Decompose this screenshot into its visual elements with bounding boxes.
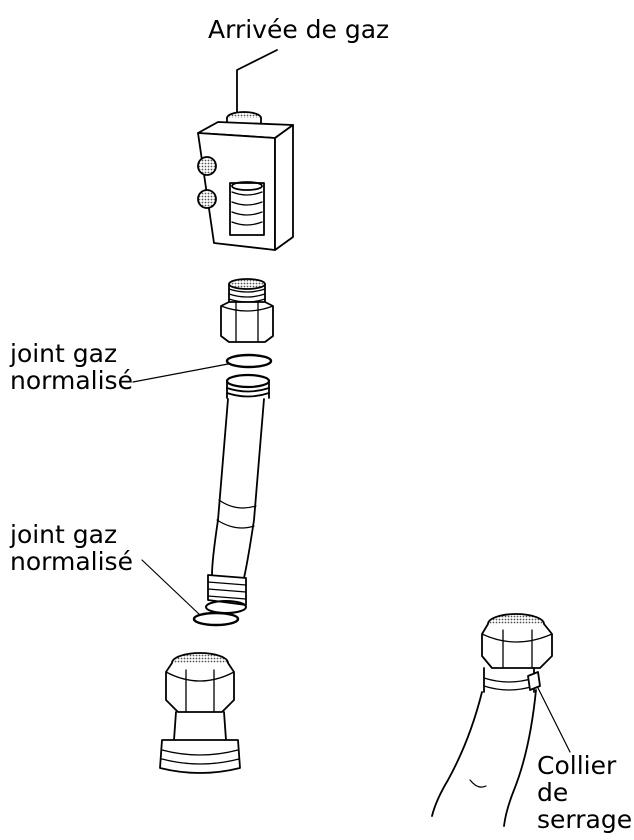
label-hose-clamp: Collier de serrage [537, 752, 632, 833]
bent-tube [205, 373, 271, 614]
gasket-bottom [192, 611, 240, 627]
loose-nut-fitting [159, 652, 241, 774]
label-gasket-bottom: joint gaz normalisé [10, 521, 133, 575]
gasket-top-leader [132, 363, 229, 383]
label-hose-clamp-line3: serrage [537, 805, 633, 834]
gas-inlet-leader [236, 49, 278, 113]
threaded-nipple [220, 278, 274, 343]
gasket-bottom-leader [141, 559, 201, 616]
label-gasket-bottom-line1: joint gaz [10, 520, 118, 549]
flexible-hose-assembly [431, 613, 553, 827]
label-hose-clamp-line2: de [537, 778, 569, 807]
hose-clamp-leader [537, 687, 571, 753]
label-gasket-bottom-line2: normalisé [10, 547, 133, 576]
label-gasket-top-line1: joint gaz [10, 339, 118, 368]
label-gas-inlet: Arrivée de gaz [208, 15, 390, 44]
label-hose-clamp-line1: Collier [537, 751, 617, 780]
label-gasket-top-line2: normalisé [10, 366, 133, 395]
gasket-top [225, 353, 273, 369]
gas-inlet-block [197, 111, 294, 251]
label-gasket-top: joint gaz normalisé [10, 340, 133, 394]
